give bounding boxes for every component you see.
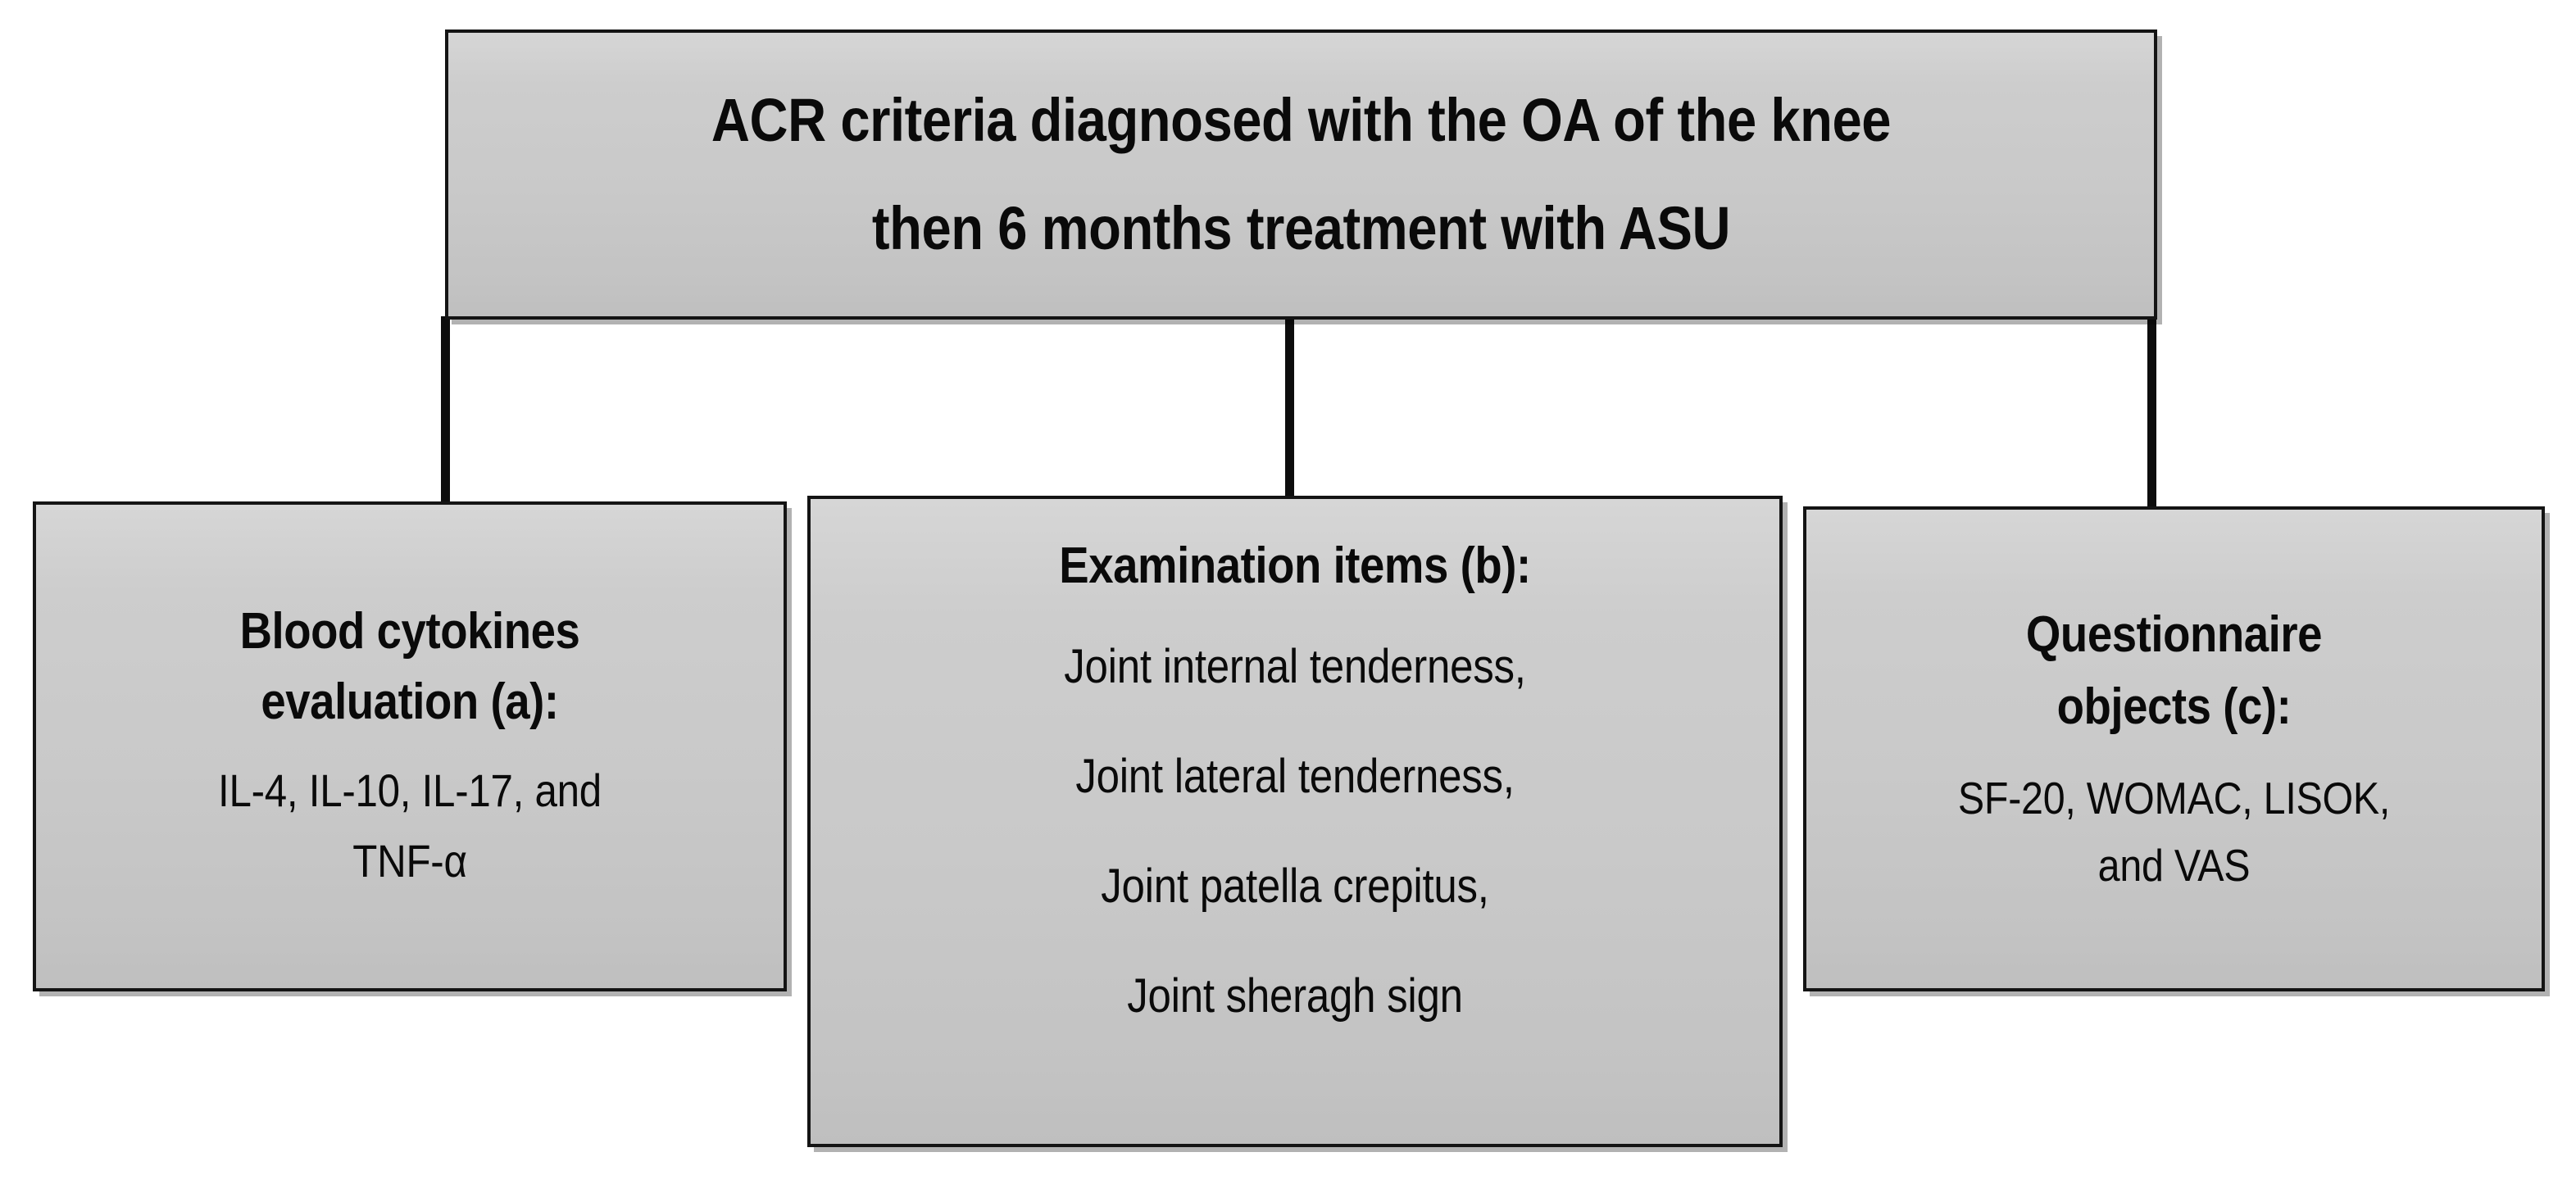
branch-b-body-line-3: Joint patella crepitus, — [1101, 860, 1489, 913]
branch-c-body-line-2: and VAS — [2097, 840, 2251, 891]
connector-root-to-branch-b — [1285, 316, 1294, 501]
branch-a-body-line-1: IL-4, IL-10, IL-17, and — [218, 764, 602, 816]
branch-b-body-line-4: Joint sheragh sign — [1127, 969, 1463, 1023]
branch-c-body-line-1: SF-20, WOMAC, LISOK, — [1957, 773, 2391, 823]
branch-c-heading-line-2: objects (c): — [2056, 678, 2292, 735]
branch-b-body-line-1: Joint internal tenderness, — [1064, 640, 1526, 693]
branch-a-body-line-2: TNF-α — [352, 835, 467, 887]
root-node-line-2: then 6 months treatment with ASU — [871, 194, 1731, 262]
branch-b-heading-line-1: Examination items (b): — [1059, 538, 1531, 594]
branch-a-heading-line-2: evaluation (a): — [261, 674, 559, 730]
root-node-acr-criteria: ACR criteria diagnosed with the OA of th… — [445, 29, 2157, 320]
branch-a-heading-line-1: Blood cytokines — [239, 603, 580, 660]
branch-b-body-line-2: Joint lateral tenderness, — [1075, 750, 1515, 803]
branch-c-heading-line-1: Questionnaire — [2025, 606, 2323, 663]
root-node-line-1: ACR criteria diagnosed with the OA of th… — [711, 86, 1892, 154]
connector-root-to-branch-c — [2147, 316, 2156, 511]
connector-root-to-branch-a — [441, 316, 450, 506]
branch-node-questionnaire-objects: Questionnaire objects (c): SF-20, WOMAC,… — [1803, 506, 2545, 991]
branch-node-blood-cytokines: Blood cytokines evaluation (a): IL-4, IL… — [33, 501, 787, 991]
branch-node-examination-items: Examination items (b): Joint internal te… — [807, 496, 1783, 1147]
